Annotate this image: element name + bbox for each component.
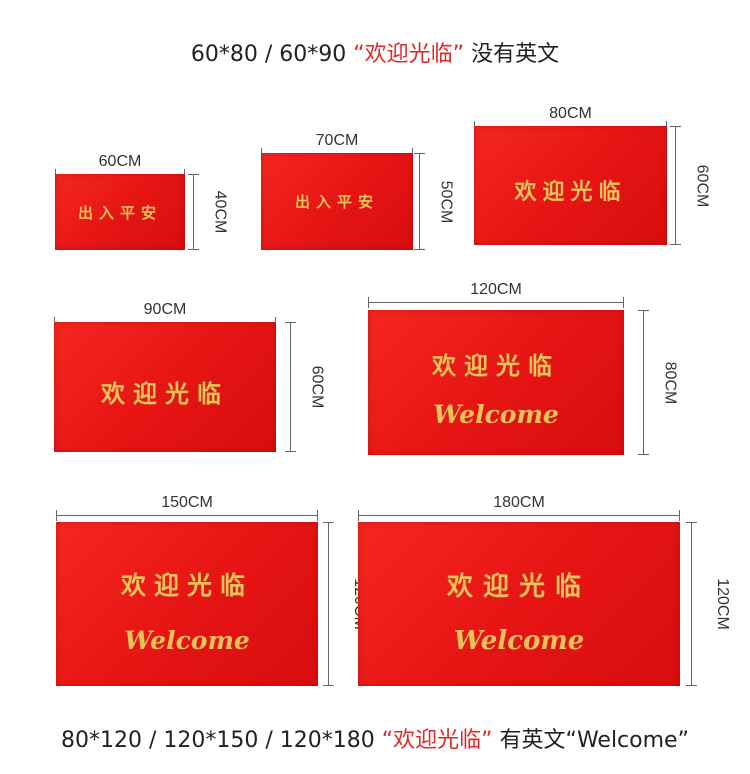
mat-7: 欢迎光临 Welcome bbox=[358, 522, 680, 686]
mat-6-text: 欢迎光临 bbox=[120, 571, 253, 600]
mat-6-height-dimension: 120CM bbox=[321, 522, 368, 686]
mat-6-width-label: 150CM bbox=[161, 494, 213, 511]
mat-3-height-dimension: 60CM bbox=[668, 126, 710, 245]
top-caption: 60*80 / 60*90 “欢迎光临” 没有英文 bbox=[0, 36, 750, 68]
mat-2-text: 出入平安 bbox=[294, 193, 379, 211]
bottom-caption-highlight: “欢迎光临” bbox=[381, 728, 493, 753]
mat-7-text: 欢迎光临 bbox=[446, 572, 591, 602]
mat-1-height-label: 40CM bbox=[211, 190, 229, 234]
mat-7-height-label: 120CM bbox=[713, 578, 731, 630]
mat-4-height-dimension: 60CM bbox=[283, 322, 325, 452]
mat-1-height-dimension: 40CM bbox=[186, 174, 228, 250]
mat-3: 欢迎光临 bbox=[474, 126, 667, 245]
mat-2: 出入平安 bbox=[261, 153, 413, 250]
mat-4-width-label: 90CM bbox=[143, 301, 187, 318]
top-caption-tail: 没有英文 bbox=[471, 42, 560, 67]
mat-2-width-label: 70CM bbox=[315, 132, 359, 149]
mat-5-height-label: 80CM bbox=[661, 361, 679, 404]
mat-7-welcome: Welcome bbox=[453, 626, 585, 656]
mat-3-text: 欢迎光临 bbox=[514, 179, 627, 205]
bottom-caption-sizes: 80*120 / 120*150 / 120*180 bbox=[61, 728, 375, 753]
mat-6-welcome: Welcome bbox=[124, 626, 250, 655]
mat-1: 出入平安 bbox=[55, 174, 185, 250]
top-caption-highlight: “欢迎光临” bbox=[353, 42, 465, 67]
mat-7-width-label: 180CM bbox=[493, 494, 545, 511]
mat-3-width-label: 80CM bbox=[549, 105, 592, 122]
mat-7-height-dimension: 120CM bbox=[684, 522, 731, 686]
mat-4-height-label: 60CM bbox=[308, 365, 326, 409]
bottom-caption-tail: 有英文“Welcome” bbox=[499, 728, 689, 753]
mat-4: 欢迎光临 bbox=[54, 322, 276, 452]
mat-5-text: 欢迎光临 bbox=[432, 351, 560, 380]
mat-5-height-dimension: 80CM bbox=[636, 310, 678, 455]
bottom-caption: 80*120 / 120*150 / 120*180 “欢迎光临” 有英文“We… bbox=[0, 722, 750, 754]
mat-2-height-label: 50CM bbox=[437, 180, 455, 223]
top-caption-sizes: 60*80 / 60*90 bbox=[190, 42, 347, 67]
mat-4-text: 欢迎光临 bbox=[101, 379, 229, 408]
mat-5-width-label: 120CM bbox=[470, 281, 522, 298]
mat-5-width-dimension: 120CM bbox=[368, 281, 624, 309]
mat-1-text: 出入平安 bbox=[77, 204, 162, 222]
mat-6: 欢迎光临 Welcome bbox=[56, 522, 318, 686]
mat-3-height-label: 60CM bbox=[693, 164, 711, 207]
mat-7-width-dimension: 180CM bbox=[358, 494, 680, 522]
mat-5-welcome: Welcome bbox=[433, 400, 559, 429]
mat-2-height-dimension: 50CM bbox=[412, 153, 454, 250]
mat-6-width-dimension: 150CM bbox=[56, 494, 318, 522]
mat-1-width-label: 60CM bbox=[98, 153, 142, 170]
mat-5: 欢迎光临 Welcome bbox=[368, 310, 624, 455]
